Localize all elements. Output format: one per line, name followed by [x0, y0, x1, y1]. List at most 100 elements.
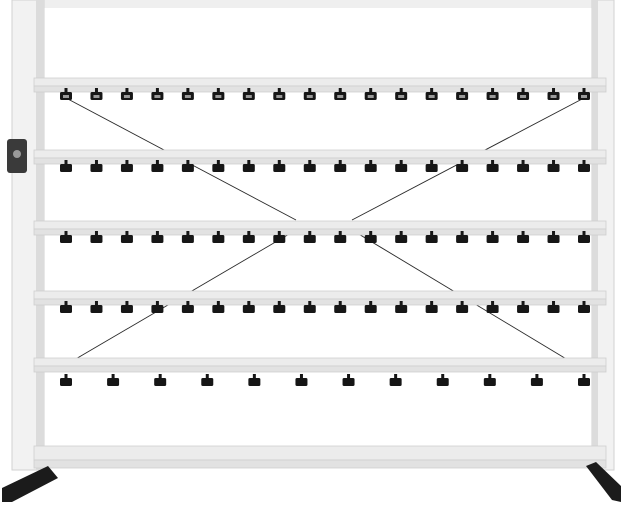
clip-hook-icon: [242, 88, 255, 100]
clip-stem: [582, 160, 586, 165]
clip-stem: [111, 374, 115, 379]
shelf-front: [33, 157, 607, 165]
clip-hook-icon: [242, 301, 255, 313]
clip-body: [120, 235, 133, 243]
clip-stem: [216, 88, 220, 93]
clip-stem: [64, 88, 68, 93]
clip-hook-icon: [456, 160, 469, 172]
clip-hook-icon: [395, 160, 408, 172]
clip-hook-icon: [120, 231, 133, 243]
shelf: [33, 290, 607, 313]
clip-hook-icon: [151, 301, 164, 313]
clip-stem: [491, 231, 495, 236]
clip-stem: [347, 374, 351, 379]
clip-body: [395, 305, 408, 313]
clip-body: [242, 235, 255, 243]
shelf-front: [33, 228, 607, 236]
shelf-top: [33, 220, 607, 230]
clip-stem: [488, 374, 492, 379]
clip-window: [93, 95, 100, 98]
clip-window: [306, 95, 313, 98]
clip-stem: [338, 301, 342, 306]
clip-hook-icon: [90, 160, 103, 172]
clip-hook-icon: [90, 301, 103, 313]
clip-hook-icon: [273, 88, 286, 100]
clip-hook-icon: [486, 301, 499, 313]
clip-stem: [64, 160, 68, 165]
clip-body: [120, 305, 133, 313]
clip-hook-icon: [295, 374, 308, 386]
clip-hook-icon: [547, 160, 560, 172]
clip-hook-icon: [60, 160, 72, 172]
clip-stem: [491, 301, 495, 306]
clip-body: [212, 235, 225, 243]
clip-hook-icon: [334, 301, 347, 313]
clip-stem: [205, 374, 209, 379]
shelves: [33, 77, 607, 469]
clip-hook-icon: [273, 160, 286, 172]
clip-hook-icon: [578, 160, 590, 172]
lock-keyhole-icon: [13, 150, 21, 158]
shelf-top: [33, 149, 607, 159]
clip-hook-icon: [242, 160, 255, 172]
clip-body: [578, 378, 590, 386]
clip-stem: [394, 374, 398, 379]
clip-stem: [552, 160, 556, 165]
clip-hook-icon: [425, 88, 438, 100]
clip-stem: [277, 231, 281, 236]
clip-stem: [430, 231, 434, 236]
clip-stem: [125, 160, 129, 165]
clip-hook-icon: [273, 301, 286, 313]
clip-body: [334, 235, 347, 243]
clip-stem: [521, 231, 525, 236]
clip-stem: [582, 231, 586, 236]
clip-hook-icon: [517, 88, 530, 100]
clip-hook-icon: [517, 160, 530, 172]
shelf-top: [33, 290, 607, 300]
clip-stem: [186, 88, 190, 93]
clip-body: [212, 164, 225, 172]
clip-hook-icon: [395, 231, 408, 243]
clip-body: [456, 164, 469, 172]
clip-window: [154, 95, 161, 98]
clip-stem: [491, 160, 495, 165]
clip-hook-icon: [456, 301, 469, 313]
clip-stem: [338, 160, 342, 165]
clip-body: [151, 164, 164, 172]
clip-body: [90, 164, 103, 172]
clip-hook-icon: [303, 301, 316, 313]
clip-body: [517, 235, 530, 243]
clip-window: [367, 95, 374, 98]
clip-stem: [186, 301, 190, 306]
clip-body: [242, 305, 255, 313]
clip-body: [456, 305, 469, 313]
clip-body: [273, 305, 286, 313]
clip-hook-icon: [181, 160, 194, 172]
clip-stem: [155, 160, 159, 165]
clip-window: [215, 95, 222, 98]
clip-body: [395, 164, 408, 172]
clip-stem: [308, 231, 312, 236]
clip-hook-icon: [154, 374, 167, 386]
clip-hook-icon: [60, 374, 72, 386]
clip-body: [578, 235, 590, 243]
clip-stem: [216, 301, 220, 306]
clip-stem: [535, 374, 539, 379]
clip-stem: [247, 88, 251, 93]
clip-hook-icon: [486, 160, 499, 172]
top-rail: [12, 0, 610, 8]
clip-hook-icon: [578, 88, 590, 100]
clip-window: [245, 95, 252, 98]
clip-hook-icon: [456, 231, 469, 243]
clip-hook-icon: [120, 88, 133, 100]
clip-body: [303, 305, 316, 313]
clip-stem: [430, 88, 434, 93]
clip-stem: [582, 301, 586, 306]
clip-body: [486, 235, 499, 243]
clip-hook-icon: [425, 160, 438, 172]
shelf-front: [33, 365, 607, 373]
shelf: [33, 77, 607, 100]
clip-hook-icon: [364, 88, 377, 100]
clip-window: [550, 95, 557, 98]
